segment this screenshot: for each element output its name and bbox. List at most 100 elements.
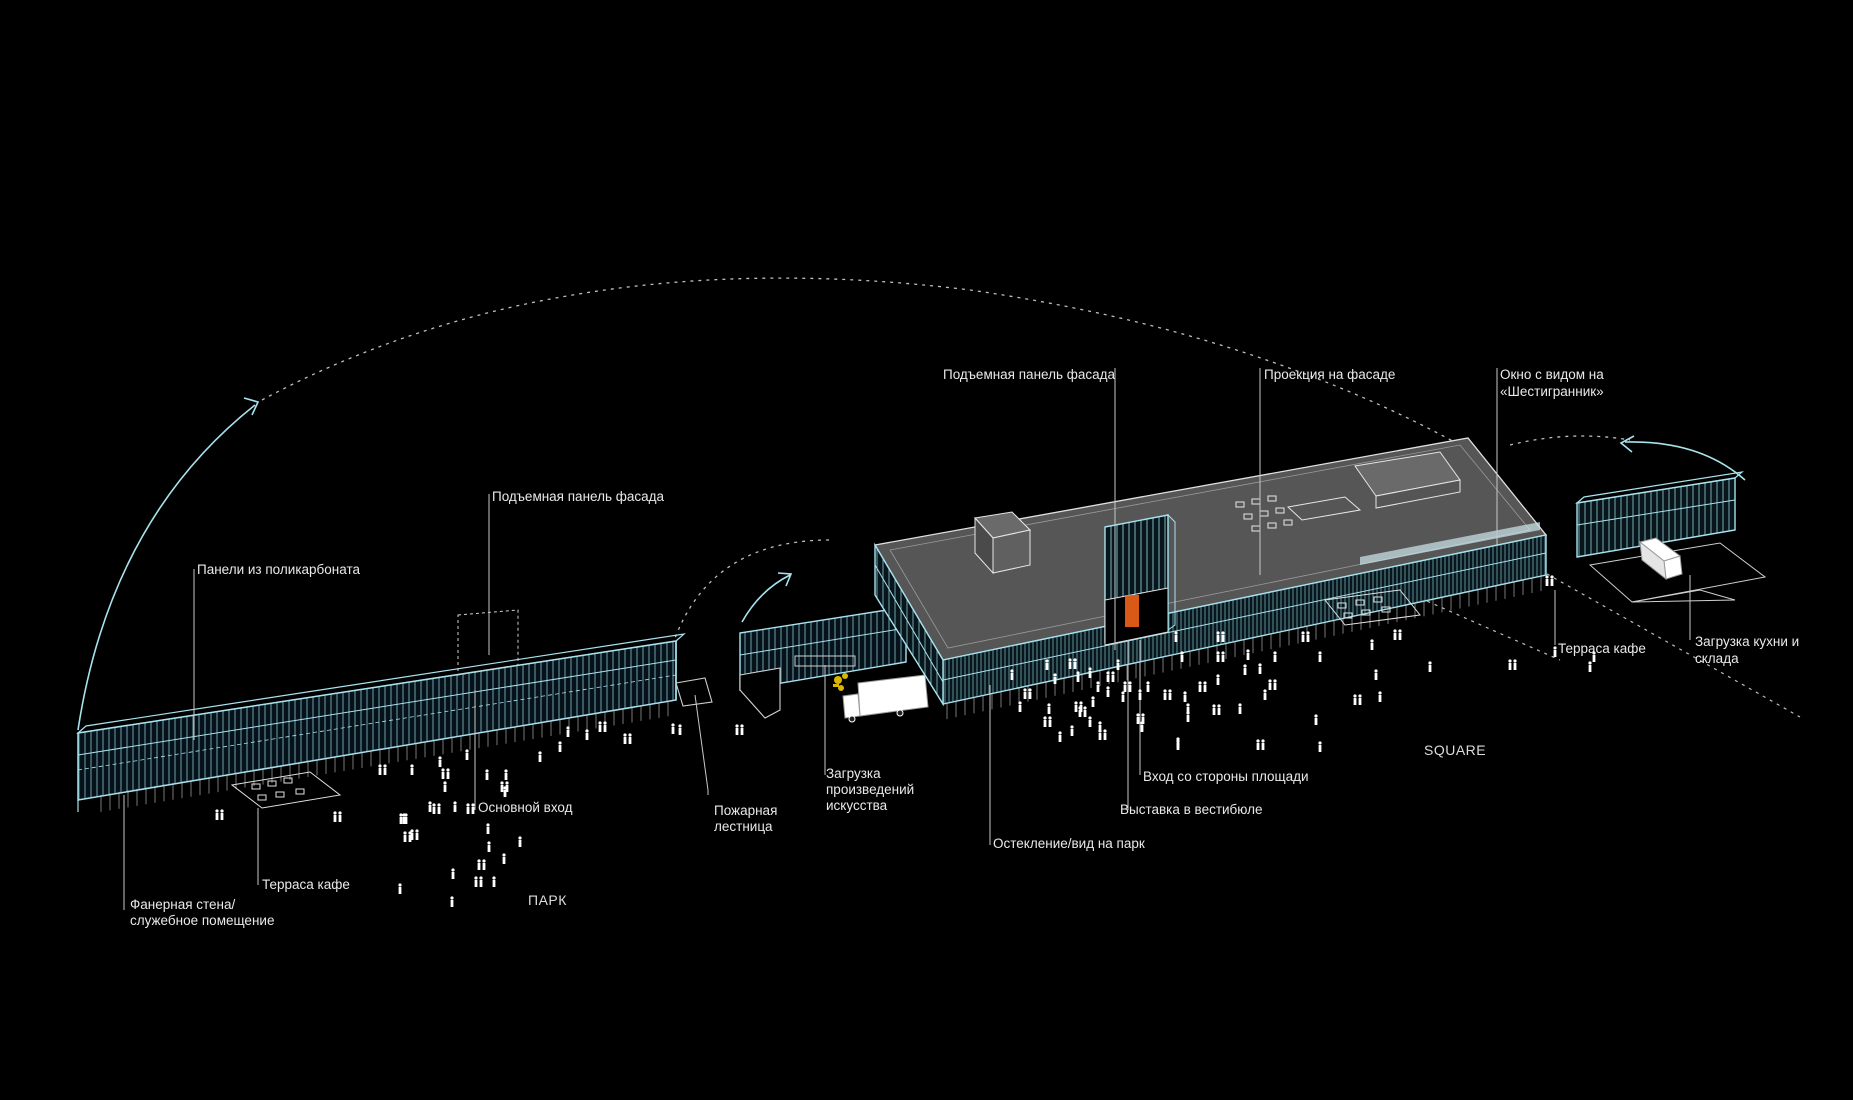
person-icon [443,781,447,792]
person-icon [1553,646,1557,657]
label-fire-stair-1: Пожарная [714,803,778,818]
movement-arrow-right [1624,441,1746,481]
person-icon [1146,681,1150,692]
label-cafe-terrace-left: Терраса кафе [262,877,350,892]
person-icon [1123,681,1132,692]
cafe-terrace-right [1324,589,1421,626]
person-icon [410,764,414,775]
label-cafe-terrace-right: Терраса кафе [1558,641,1646,656]
person-icon [1318,741,1322,752]
label-window-view-1: Окно с видом на [1500,367,1604,382]
person-icon [1268,679,1277,690]
label-plywood-wall-2: служебное помещение [130,913,275,928]
person-icon [678,724,682,735]
label-lift-panel-right: Подъемная панель фасада [943,367,1115,382]
person-icon [450,896,454,907]
person-icon [451,868,455,879]
person-icon [1053,673,1057,684]
zone-square: SQUARE [1424,742,1487,758]
person-icon [1076,671,1080,682]
person-icon [477,859,486,870]
person-icon [1263,689,1267,700]
label-art-loading-1: Загрузка [826,766,881,781]
person-icon [1353,694,1362,705]
label-facade-projection: Проекция на фасаде [1264,367,1396,382]
person-icon [333,811,337,822]
person-icon [1088,667,1092,678]
movement-arrow-middle [741,574,791,623]
person-icon [1018,701,1022,712]
person-icon [486,823,490,834]
person-icon [1216,651,1225,662]
person-icon [1070,725,1074,736]
person-icon [671,723,675,734]
person-icon [1186,711,1190,722]
person-icon [598,721,607,732]
person-icon [1238,703,1242,714]
person-icon [403,831,412,842]
person-icon [428,801,432,812]
person-icon [1370,639,1374,650]
label-main-entrance: Основной вход [478,800,573,815]
person-icon [1174,631,1178,642]
person-icon [566,726,570,737]
person-icon [558,741,562,752]
person-icon [585,729,589,740]
person-icon [1301,631,1310,642]
person-icon [504,769,508,780]
person-icon [1023,688,1032,699]
person-icon [215,809,224,820]
person-icon [1318,651,1322,662]
people [215,575,1596,907]
right-pavilion [1575,471,1767,603]
person-icon [1106,671,1115,682]
person-icon [1098,729,1107,740]
movement-arrow-left [77,404,256,731]
truck-icon-kitchen [1638,537,1683,581]
person-icon [1508,659,1517,670]
person-icon [441,768,450,779]
person-icon [1058,731,1062,742]
person-icon [1545,575,1554,586]
person-icon [1314,714,1318,725]
main-building [873,437,1548,720]
person-icon [1216,674,1220,685]
person-icon [735,724,744,735]
person-icon [1183,691,1187,702]
person-icon [1096,681,1100,692]
person-icon [1273,651,1277,662]
person-icon [1186,703,1190,714]
person-icon [432,803,441,814]
person-icon [1106,686,1110,697]
person-icon [1098,721,1102,732]
label-kitchen-loading-1: Загрузка кухни и [1695,634,1800,649]
person-icon [410,829,419,840]
person-icon [1258,663,1262,674]
person-icon [1121,691,1125,702]
person-icon [1180,651,1184,662]
person-icon [1592,651,1596,662]
fire-stair-box [675,677,713,707]
person-icon [1428,661,1432,672]
person-icon [1243,664,1247,675]
person-icon [1140,721,1144,732]
person-icon [1246,649,1250,660]
art-object-icon [833,673,848,691]
person-icon [1588,661,1592,672]
middle-pavilion [739,606,907,719]
person-icon [487,841,491,852]
person-icon [453,801,457,812]
person-icon [1047,703,1051,714]
person-icon [338,811,342,822]
person-icon [1136,713,1145,724]
person-icon [1068,658,1077,669]
zone-park: ПАРК [528,892,567,908]
person-icon [1378,691,1382,702]
person-icon [538,751,542,762]
person-icon [485,769,489,780]
person-icon [1256,739,1265,750]
person-icon [1216,631,1225,642]
person-icon [1010,669,1014,680]
label-art-loading-3: искусства [826,798,888,813]
